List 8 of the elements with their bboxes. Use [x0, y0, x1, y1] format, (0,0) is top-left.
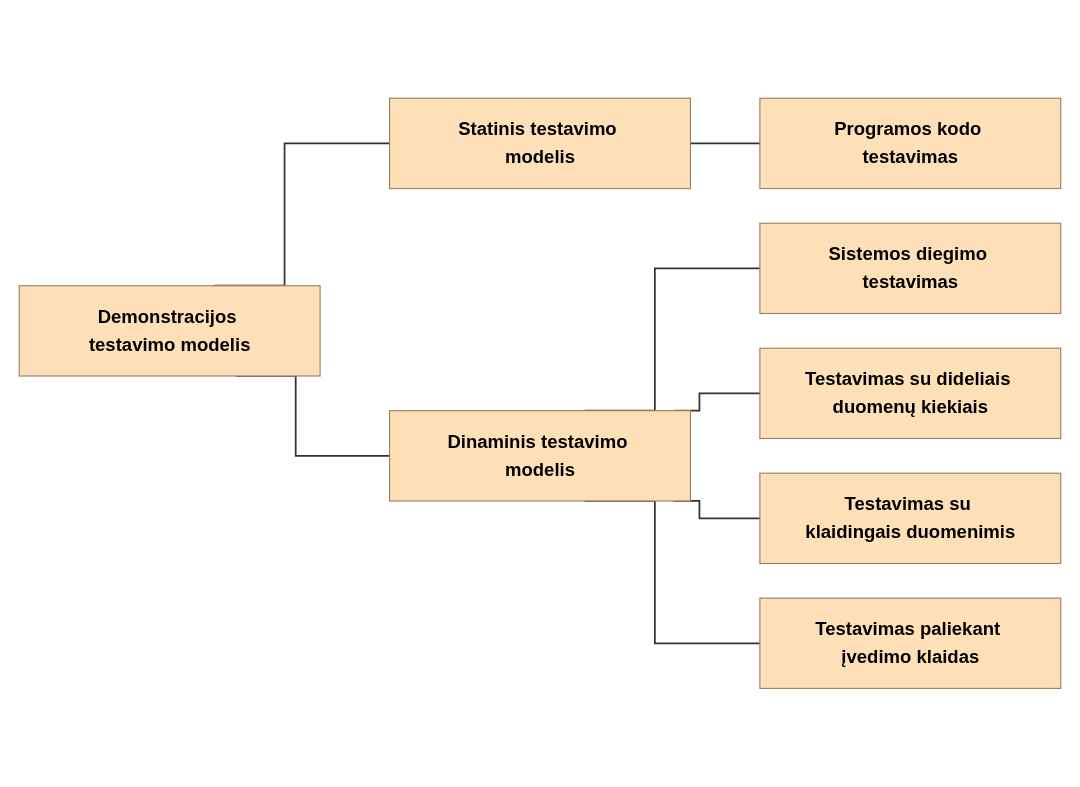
node-box: Dinaminis testavimo modelis	[389, 410, 692, 502]
node-box: Testavimas su dideliais duomenų kiekiais	[759, 347, 1062, 440]
node-box: Testavimas paliekant įvedimo klaidas	[759, 597, 1062, 690]
node-box: Testavimas su klaidingais duomenimis	[759, 472, 1062, 565]
node-box: Demonstracijos testavimo modelis	[18, 285, 321, 377]
node-box: Statinis testavimo modelis	[389, 97, 692, 190]
node-box: Sistemos diegimo testavimas	[759, 222, 1062, 315]
node-box: Programos kodo testavimas	[759, 97, 1062, 190]
